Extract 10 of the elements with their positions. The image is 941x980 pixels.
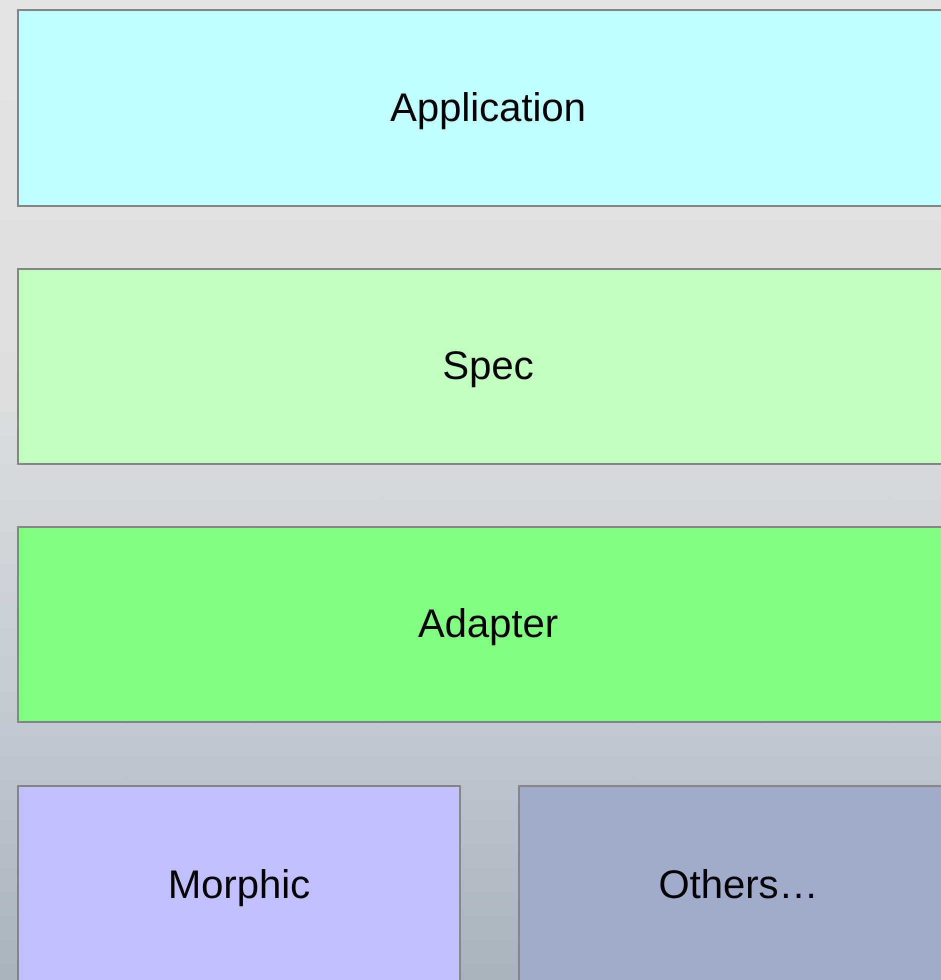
layer-box: [17, 268, 941, 465]
layer-box: [518, 785, 941, 980]
layer-box: [17, 785, 461, 980]
layer-label: Others…: [658, 862, 819, 908]
layer-label: Morphic: [168, 862, 310, 908]
layer-label: Spec: [442, 344, 534, 389]
layer-box: [17, 9, 941, 207]
layer-label: Adapter: [418, 602, 558, 647]
layer-box: [17, 526, 941, 723]
layer-label: Application: [390, 86, 586, 130]
